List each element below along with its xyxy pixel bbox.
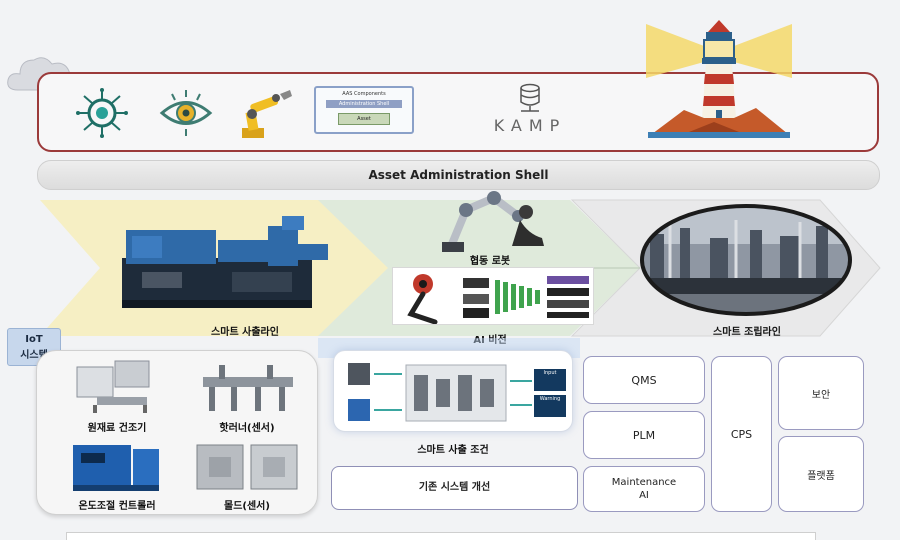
- legacy-system-box: 기존 시스템 개선: [331, 466, 578, 510]
- aas-card-title: AAS Components: [342, 91, 386, 97]
- plm-box: PLM: [583, 411, 705, 459]
- device-label-dryer: 원재료 건조기: [87, 423, 147, 434]
- vision-camera-icon: [407, 274, 438, 324]
- device-label-temp-controller: 온도조절 컨트롤러: [78, 501, 156, 512]
- mold-image: [196, 444, 298, 490]
- robot-arm-icon: [242, 90, 292, 138]
- injection-condition-label: 스마트 사출 조건: [417, 445, 489, 456]
- device-label-hot-runner: 핫러너(센서): [219, 423, 275, 434]
- cobot-image: [442, 191, 544, 252]
- qms-box: QMS: [583, 356, 705, 404]
- maintenance-line2: AI: [639, 490, 649, 501]
- security-box: 보안: [778, 356, 864, 430]
- cps-box: CPS: [711, 356, 772, 512]
- maintenance-ai-box: Maintenance AI: [583, 466, 705, 512]
- bottom-strip: [66, 532, 816, 540]
- vision-feature-map: [463, 276, 589, 318]
- dryer-image: [76, 360, 150, 413]
- platform-box: 플랫폼: [778, 436, 864, 512]
- assembly-line-label: 스마트 조립라인: [713, 327, 781, 338]
- aas-component-card: AAS Components Administration Shell Asse…: [314, 86, 414, 134]
- ai-chip-icon: [76, 88, 128, 138]
- condition-warning-screen: Warning: [539, 396, 561, 402]
- injection-machine-image: [122, 216, 328, 308]
- condition-diagram: [348, 363, 566, 422]
- device-label-mold: 몰드(센서): [224, 501, 270, 512]
- database-icon: [520, 83, 540, 112]
- aas-card-header: Administration Shell: [326, 100, 402, 108]
- condition-input-screen: Input: [543, 370, 557, 376]
- ai-vision-panel: [392, 267, 594, 325]
- hot-runner-image: [203, 365, 293, 411]
- iot-tag-line2: 시스템: [20, 350, 48, 361]
- injection-line-label: 스마트 사출라인: [211, 327, 279, 338]
- aas-bar: Asset Administration Shell: [37, 160, 880, 190]
- ai-vision-label: AI 비전: [473, 335, 507, 346]
- lighthouse-icon: [646, 20, 792, 138]
- temp-controller-image: [73, 445, 159, 491]
- cobot-label: 협동 로봇: [469, 256, 511, 267]
- vision-eye-icon: [159, 90, 213, 136]
- aas-card-asset: Asset: [338, 113, 390, 125]
- iot-tag-line1: IoT: [25, 334, 43, 345]
- assembly-line-image: [640, 204, 852, 316]
- maintenance-line1: Maintenance: [611, 477, 677, 488]
- injection-condition-panel: Input Warning: [333, 350, 573, 432]
- kamp-text: KAMP: [493, 116, 567, 135]
- iot-device-panel: 원재료 건조기 핫러너(센서) 온도조절 컨트롤러 몰드(센서): [36, 350, 318, 515]
- kamp-logo: KAMP: [470, 82, 590, 135]
